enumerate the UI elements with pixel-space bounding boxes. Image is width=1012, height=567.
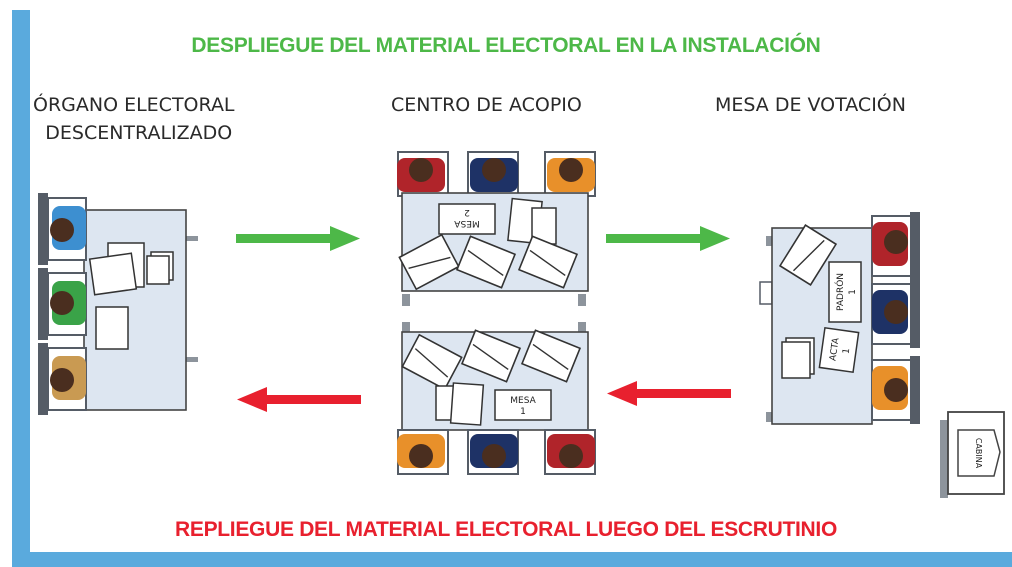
- organo-label-line1: ÓRGANO ELECTORAL: [33, 94, 235, 116]
- table-notch: [759, 281, 773, 305]
- mesa-2-number: 2: [464, 207, 470, 217]
- frame-bottom-bar: [12, 552, 1012, 567]
- retreat-arrow-left: [237, 387, 361, 412]
- document-stack: [146, 255, 170, 285]
- organo-label-line2: DESCENTRALIZADO: [45, 122, 233, 144]
- acta-card: ACTA 1: [818, 326, 860, 374]
- acopio-top-station: MESA 2: [397, 151, 596, 306]
- mesa-2-label: MESA: [453, 218, 479, 228]
- person-green: [50, 281, 86, 325]
- deploy-title: DESPLIEGUE DEL MATERIAL ELECTORAL EN LA …: [191, 34, 821, 57]
- organo-label: ÓRGANO ELECTORAL DESCENTRALIZADO: [33, 91, 235, 147]
- frame-left-bar: [12, 10, 30, 552]
- person-blue: [50, 206, 86, 250]
- acta-label: ACTA: [828, 336, 841, 361]
- acta-number: 1: [842, 348, 853, 355]
- person-red: [397, 158, 445, 192]
- person-navy: [872, 290, 908, 334]
- table-leg: [186, 236, 198, 241]
- table-leg: [578, 294, 586, 306]
- document-stack: [781, 341, 811, 379]
- retreat-title: REPLIEGUE DEL MATERIAL ELECTORAL LUEGO D…: [175, 518, 837, 541]
- mesa-votacion-station: PADRÓN 1 ACTA 1: [759, 212, 1005, 498]
- document: [95, 306, 129, 350]
- padron-label: PADRÓN: [834, 273, 846, 311]
- padron-card: PADRÓN 1: [828, 261, 862, 323]
- table-leg: [766, 412, 774, 422]
- mesa-votacion-label: MESA DE VOTACIÓN: [715, 94, 906, 116]
- deploy-arrow-left: [236, 226, 360, 251]
- person-orange: [397, 434, 445, 468]
- person-orange: [547, 158, 595, 192]
- person-navy: [470, 434, 518, 468]
- acopio-bottom-station: MESA 1: [397, 322, 596, 475]
- document: [449, 382, 485, 426]
- cabina-label: CABINA: [974, 438, 983, 469]
- mesa-2-card: MESA 2: [438, 203, 496, 235]
- mesa-1-number: 1: [520, 407, 526, 417]
- person-tan: [50, 356, 86, 400]
- document: [88, 252, 138, 296]
- cabina-booth: CABINA: [940, 411, 1005, 498]
- table-leg: [402, 294, 410, 306]
- deploy-arrow-right: [606, 226, 730, 251]
- table-leg: [186, 357, 198, 362]
- table-leg: [402, 322, 410, 334]
- centro-label: CENTRO DE ACOPIO: [391, 94, 582, 116]
- person-red: [547, 434, 595, 468]
- mesa-1-card: MESA 1: [494, 389, 552, 421]
- table-leg: [578, 322, 586, 334]
- person-red: [872, 222, 908, 266]
- retreat-arrow-right: [607, 381, 731, 406]
- padron-number: 1: [848, 289, 858, 295]
- mesa-1-label: MESA: [510, 396, 536, 406]
- organo-station: [38, 193, 198, 415]
- table-leg: [766, 236, 774, 246]
- person-orange: [872, 366, 908, 410]
- person-navy: [470, 158, 518, 192]
